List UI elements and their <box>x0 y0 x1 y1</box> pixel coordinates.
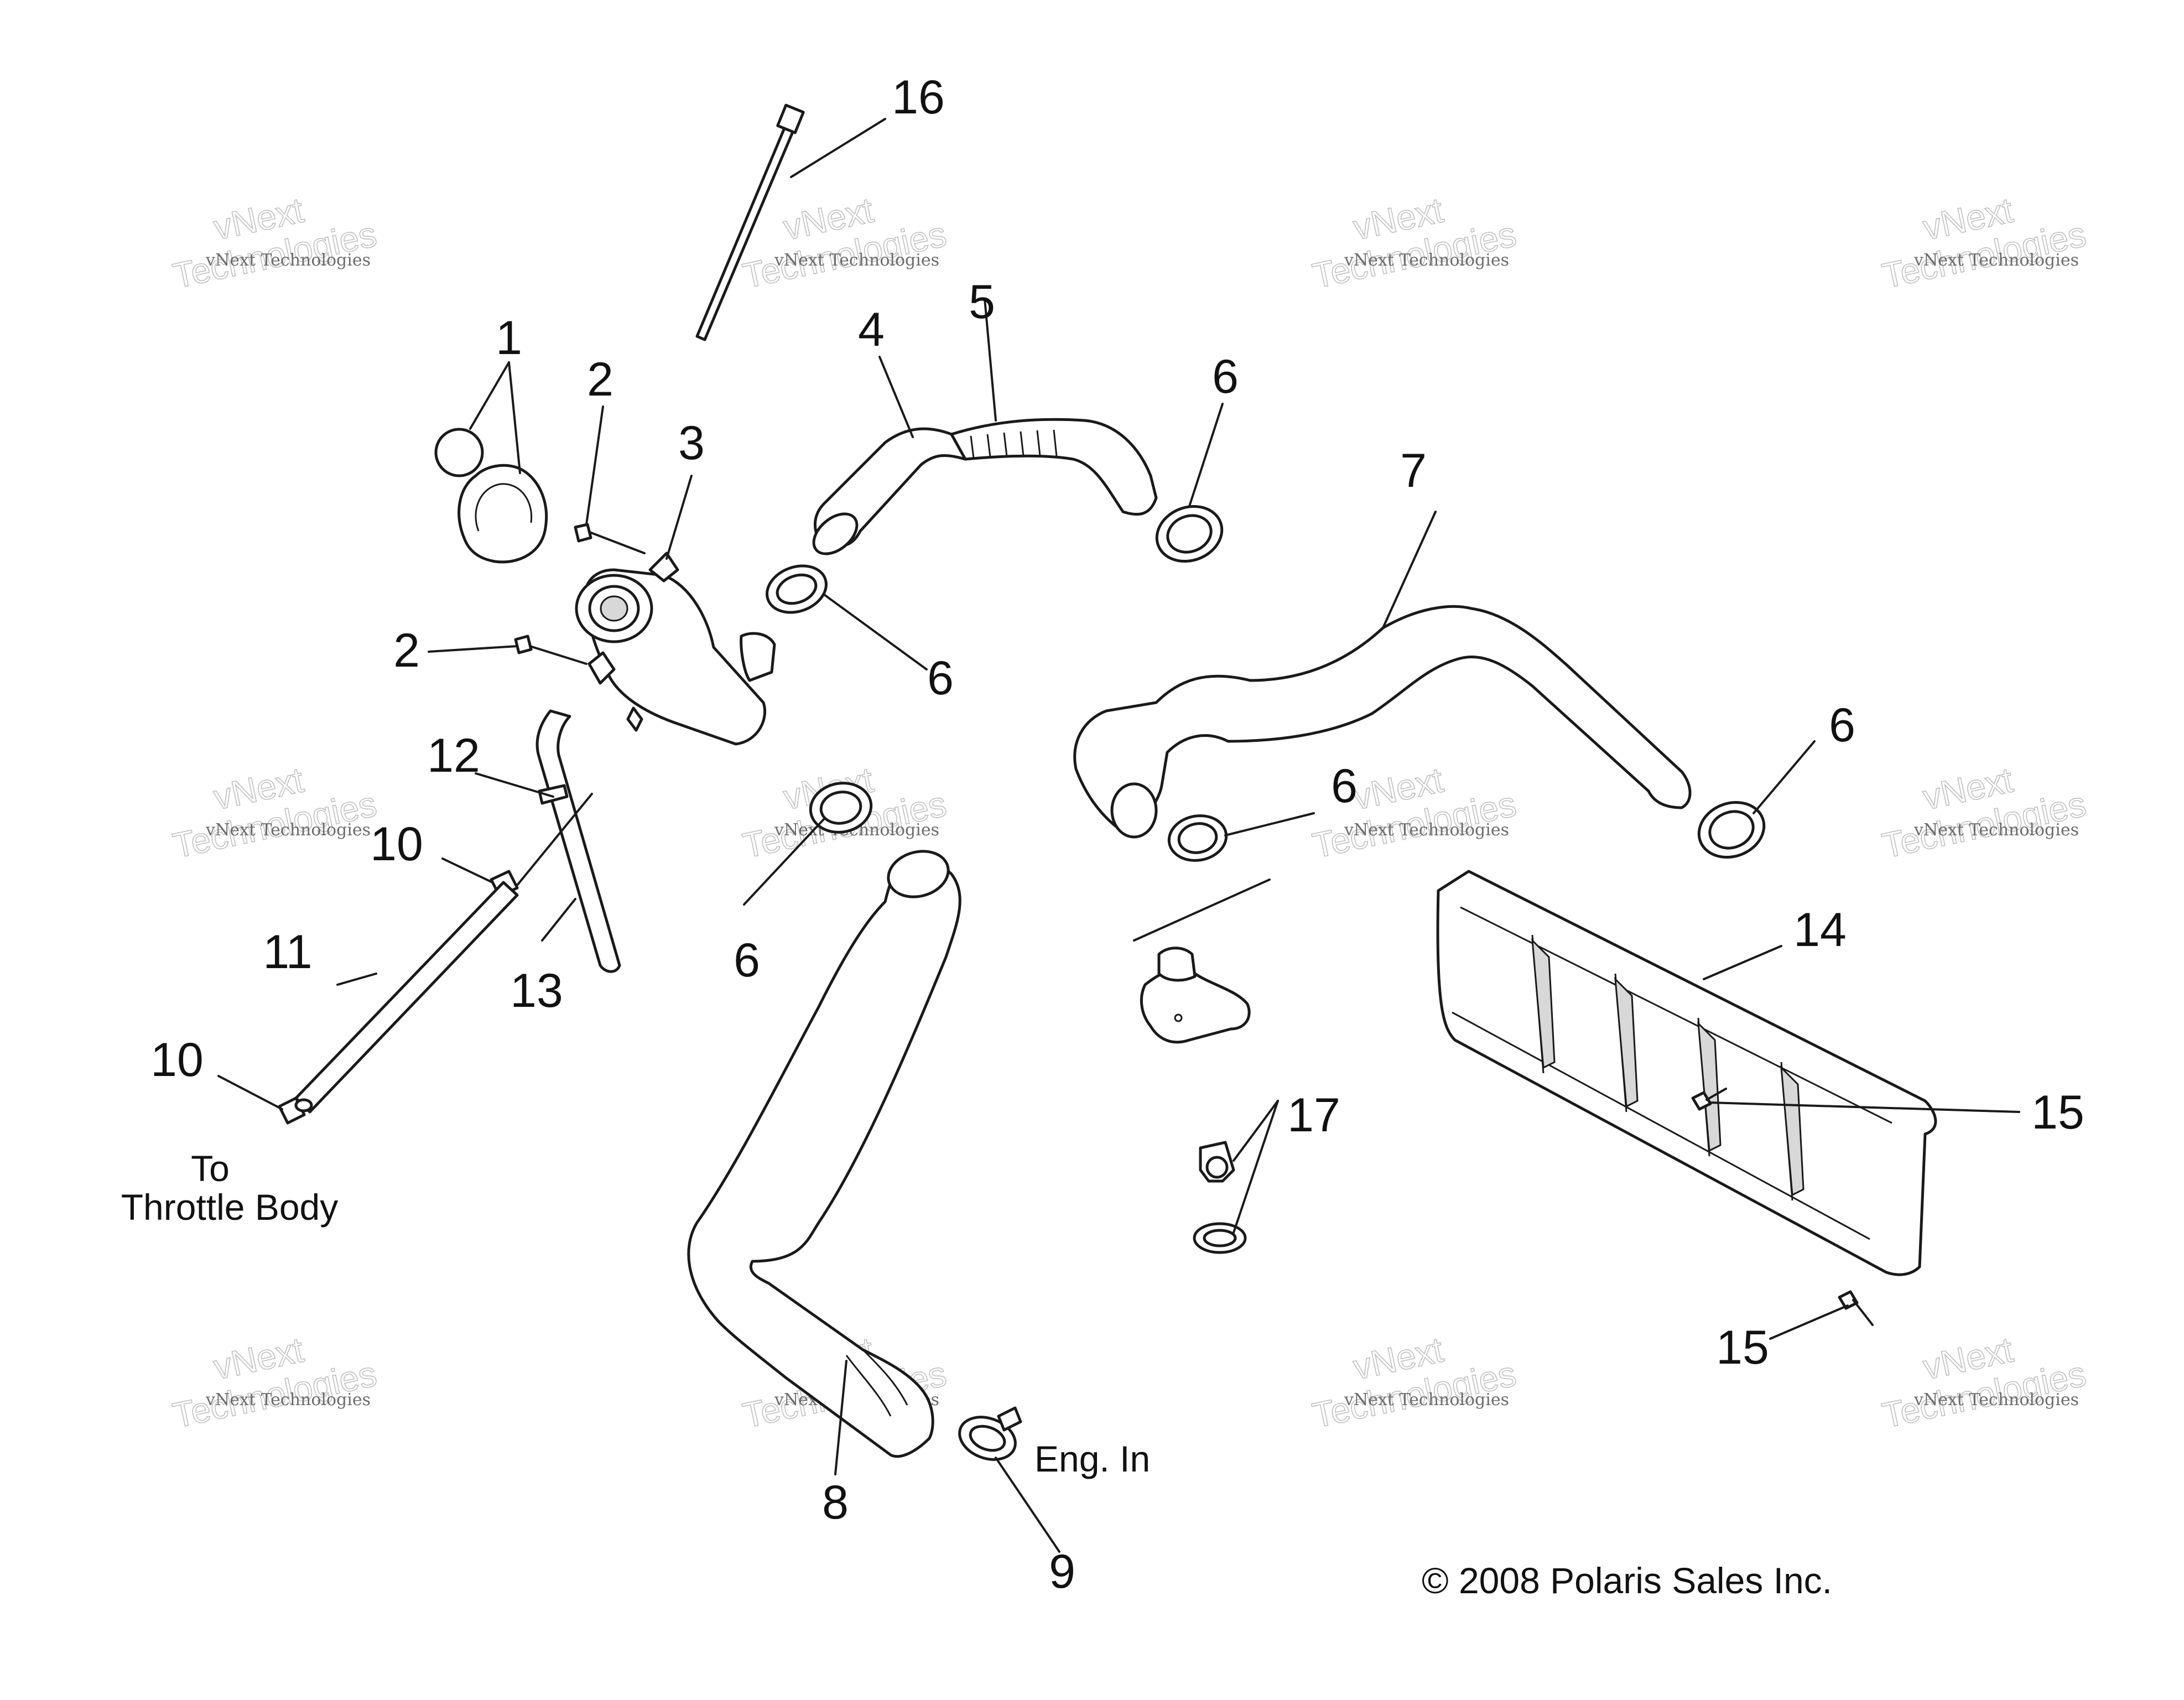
part-14-shroud[interactable] <box>1436 870 1937 1276</box>
watermark: vNext Technologies <box>1879 1329 2090 1436</box>
part-8-lower-hose[interactable] <box>687 845 961 1458</box>
watermark: vNext Technologies <box>169 1329 381 1436</box>
callout-6-low: 6 <box>734 934 760 987</box>
callout-7: 7 <box>1400 444 1427 497</box>
part-7-hose[interactable] <box>1073 605 1692 839</box>
callout-17: 17 <box>1287 1089 1340 1142</box>
callout-10-upper: 10 <box>370 818 423 871</box>
watermark-text: vNext Technologies <box>205 251 371 270</box>
callout-14: 14 <box>1793 903 1847 956</box>
part-6-clamp-thermostat[interactable] <box>1166 812 1230 865</box>
leader-lines <box>217 118 2020 1553</box>
callout-3: 3 <box>678 417 705 470</box>
callout-8: 8 <box>822 1476 849 1529</box>
note-throttle-body: Throttle Body <box>121 1187 339 1228</box>
callout-5: 5 <box>969 275 995 329</box>
part-6-clamp-right[interactable] <box>1691 793 1772 866</box>
callout-12: 12 <box>427 729 480 782</box>
thermostat-housing[interactable] <box>1140 947 1251 1044</box>
callout-15-upper: 15 <box>2031 1086 2084 1139</box>
note-to: To <box>191 1148 230 1189</box>
part-6-clamp-top-right[interactable] <box>1149 497 1230 570</box>
callout-16: 16 <box>892 71 945 124</box>
watermark-text: vNext Technologies <box>1913 820 2079 840</box>
part-6-clamp-mid[interactable] <box>761 558 833 621</box>
callout-15-lower: 15 <box>1716 1321 1769 1374</box>
part-12-vent-clamp[interactable] <box>538 784 569 805</box>
part-1-cap[interactable] <box>434 428 548 564</box>
part-4-upper-hose[interactable] <box>807 427 967 562</box>
part-16-cable-tie[interactable] <box>695 103 805 341</box>
callout-6-top-right: 6 <box>1212 350 1239 403</box>
note-eng-in: Eng. In <box>1034 1438 1150 1479</box>
watermark-text: vNext Technologies <box>1344 251 1509 270</box>
callout-6-right: 6 <box>1829 699 1855 752</box>
part-2-screw-upper[interactable] <box>574 523 646 554</box>
callout-labels: 1 2 3 2 4 5 6 6 6 6 6 7 8 9 10 10 11 12 … <box>150 71 2084 1598</box>
watermark: vNext Technologies <box>1879 189 2090 296</box>
callout-11: 11 <box>263 926 312 979</box>
watermark-text: vNext Technologies <box>1344 1390 1509 1410</box>
watermark: vNext Technologies <box>1309 1329 1520 1436</box>
callout-4: 4 <box>858 303 885 356</box>
part-15-rivet-lower[interactable] <box>1838 1290 1874 1326</box>
part-11-hose[interactable] <box>294 881 519 1114</box>
part-17-gasket[interactable] <box>1193 1222 1247 1254</box>
watermark: vNext Technologies <box>169 189 381 296</box>
notes: To Throttle Body Eng. In © 2008 Polaris … <box>121 1148 1832 1601</box>
callout-10-lower: 10 <box>150 1033 204 1086</box>
part-2-screw-lower[interactable] <box>514 635 587 665</box>
watermark-text: vNext Technologies <box>1344 820 1509 840</box>
watermark: vNext Technologies <box>169 759 381 866</box>
watermark: vNext Technologies <box>1879 759 2090 866</box>
part-17-thermostat[interactable] <box>1199 1141 1235 1183</box>
callout-6-mid: 6 <box>927 652 954 705</box>
watermark: vNext Technologies <box>1309 189 1520 296</box>
part-13-vent-hose[interactable] <box>535 709 621 973</box>
callout-2-lower: 2 <box>393 624 420 677</box>
callout-13: 13 <box>510 964 563 1017</box>
callout-1: 1 <box>496 311 522 365</box>
part-3-reservoir[interactable] <box>575 552 776 746</box>
watermark-text: vNext Technologies <box>205 820 371 840</box>
watermark-text: vNext Technologies <box>774 251 939 270</box>
part-6-clamp-low[interactable] <box>807 778 875 837</box>
watermark-text: vNext Technologies <box>1913 1390 2079 1410</box>
callout-9: 9 <box>1049 1545 1075 1598</box>
watermark-text: vNext Technologies <box>1913 251 2079 270</box>
watermark-text: vNext Technologies <box>205 1390 371 1410</box>
part-5-corrugated-hose[interactable] <box>950 418 1158 516</box>
copyright: © 2008 Polaris Sales Inc. <box>1422 1560 1832 1601</box>
callout-2-upper: 2 <box>587 353 613 406</box>
callout-6-thermostat: 6 <box>1331 760 1358 813</box>
part-9-clamp[interactable] <box>954 1406 1022 1467</box>
